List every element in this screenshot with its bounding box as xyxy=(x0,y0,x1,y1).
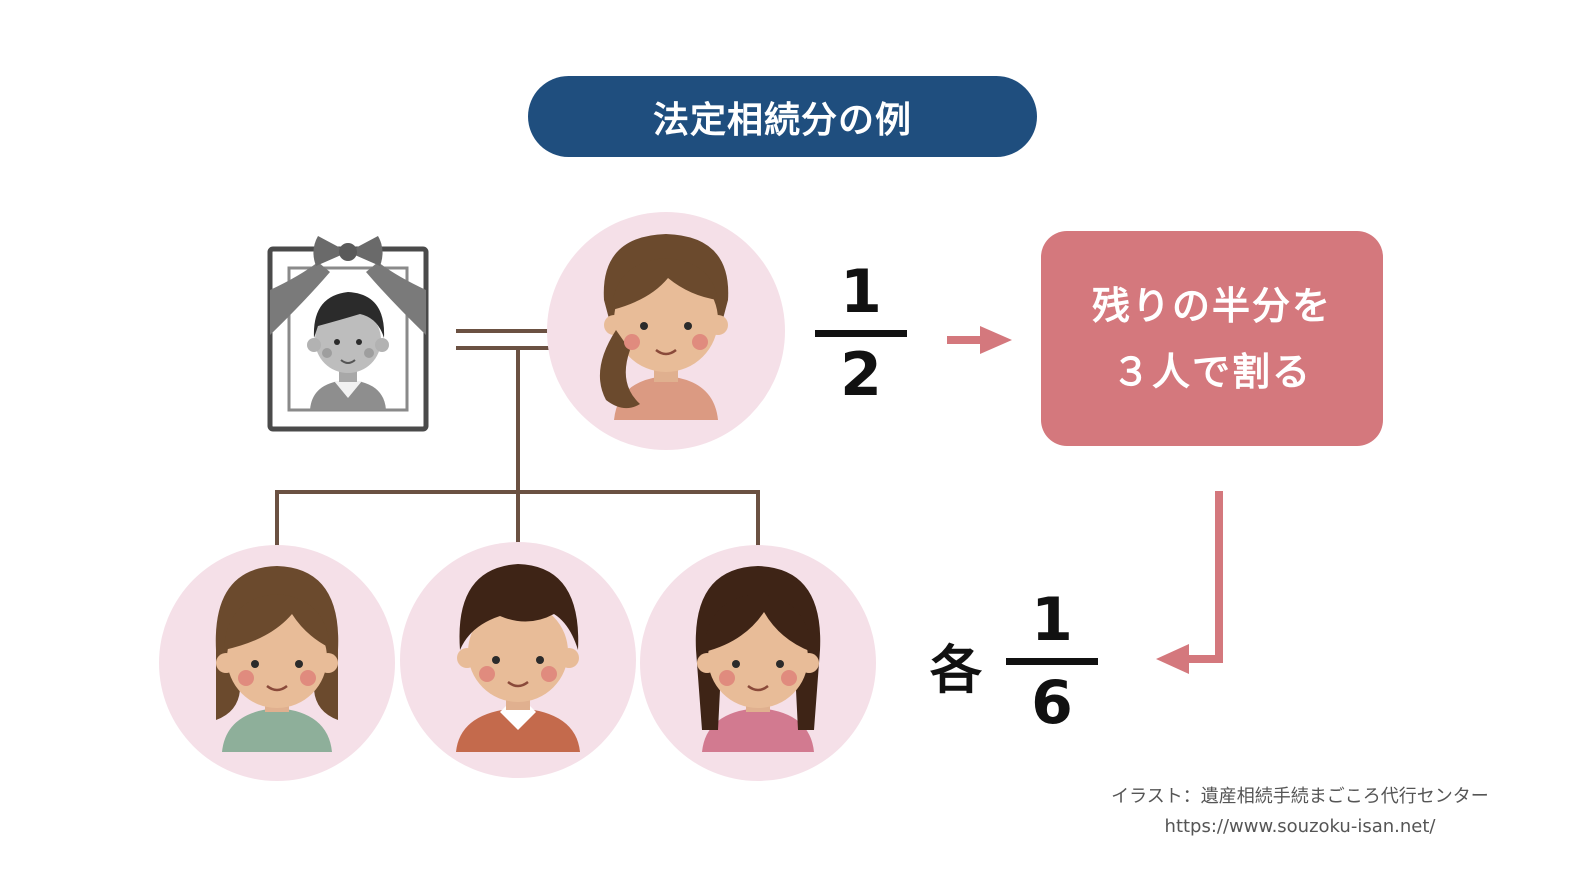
children-share-fraction: 1 6 xyxy=(1006,590,1098,733)
split-note-line-2: ３人で割る xyxy=(1111,349,1312,394)
children-share-numerator: 1 xyxy=(1031,585,1073,655)
children-connector xyxy=(275,348,760,546)
child-avatar-2 xyxy=(400,542,636,778)
child-avatar-1 xyxy=(159,545,395,781)
spouse-avatar xyxy=(547,212,785,450)
split-note-line-1: 残りの半分を xyxy=(1091,283,1332,328)
credit-url: https://www.souzoku-isan.net/ xyxy=(1164,816,1436,837)
spouse-share-fraction: 1 2 xyxy=(815,262,907,405)
spouse-share-denominator: 2 xyxy=(840,340,882,410)
deceased-portrait xyxy=(267,236,429,432)
illustration-credit: イラスト：遺産相続手続まごころ代行センター https://www.souzok… xyxy=(1060,782,1540,842)
fraction-bar xyxy=(1006,658,1098,665)
credit-line-1: イラスト：遺産相続手続まごころ代行センター xyxy=(1111,786,1489,807)
fraction-bar xyxy=(815,330,907,337)
arrow-to-note xyxy=(947,326,1012,354)
page-title: 法定相続分の例 xyxy=(528,76,1037,157)
children-share-denominator: 6 xyxy=(1031,668,1073,738)
spouse-share-numerator: 1 xyxy=(840,257,882,327)
each-label: 各 xyxy=(930,641,983,701)
arrow-to-children-share xyxy=(1156,491,1223,674)
split-note-box: 残りの半分を ３人で割る xyxy=(1041,231,1383,446)
child-avatar-3 xyxy=(640,545,876,781)
